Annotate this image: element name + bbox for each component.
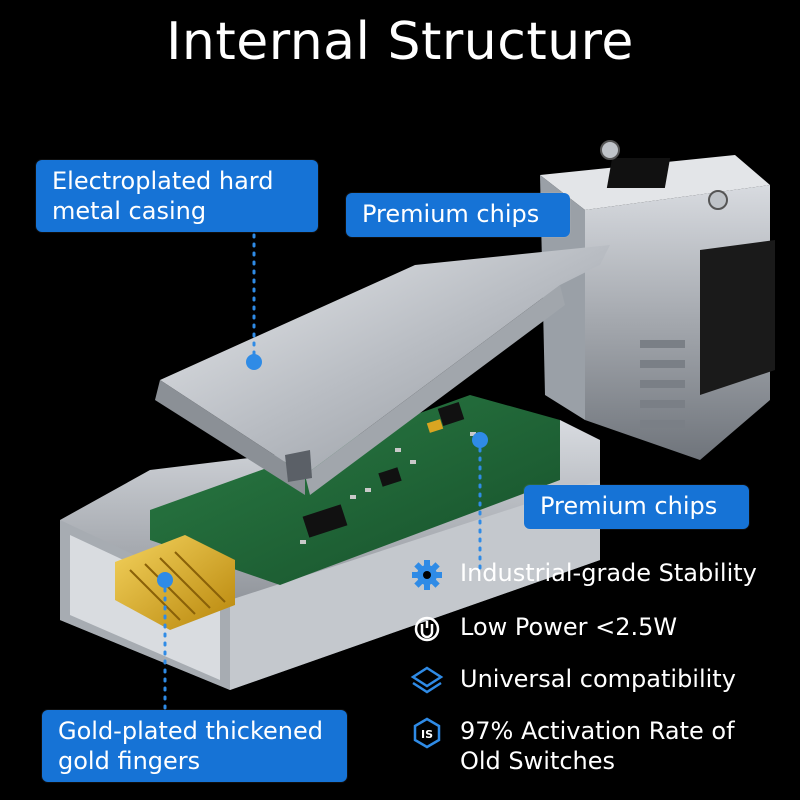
feature-activation-rate-text: 97% Activation Rate of Old Switches <box>460 716 735 776</box>
callout-metal-casing: Electroplated hard metal casing <box>36 160 318 232</box>
feature-low-power-line1: Low Power <2.5W <box>460 613 678 641</box>
callout-gold-fingers: Gold-plated thickened gold fingers <box>42 710 347 782</box>
feature-compatibility: Universal compatibility <box>410 664 736 698</box>
callout-premium-chips-mid: Premium chips <box>524 485 749 529</box>
shield-badge-icon: IS <box>413 717 441 749</box>
callout-gold-fingers-line1: Gold-plated thickened <box>58 717 323 745</box>
feature-stability: Industrial-grade Stability <box>410 558 757 592</box>
feature-stability-text: Industrial-grade Stability <box>460 558 757 588</box>
callout-premium-chips-top: Premium chips <box>346 193 570 237</box>
pcb-board <box>150 395 560 585</box>
callout-gold-fingers-line2: gold fingers <box>58 747 201 775</box>
feature-compatibility-text: Universal compatibility <box>460 664 736 694</box>
rear-housing <box>540 140 775 460</box>
feature-low-power: Low Power <2.5W <box>410 612 677 646</box>
top-cover <box>155 245 610 495</box>
callout-premium-chips-mid-label: Premium chips <box>540 492 718 520</box>
feature-activation-rate-line2: Old Switches <box>460 747 616 775</box>
leader-dots <box>157 354 488 588</box>
feature-compatibility-line1: Universal compatibility <box>460 665 736 693</box>
feature-activation-rate-line1: 97% Activation Rate of <box>460 717 735 745</box>
feature-stability-line1: Industrial-grade Stability <box>460 559 757 587</box>
power-icon <box>414 616 440 642</box>
gear-icon <box>412 560 442 590</box>
page-title: Internal Structure <box>166 12 634 72</box>
callout-premium-chips-top-label: Premium chips <box>362 200 540 228</box>
callout-metal-casing-line1: Electroplated hard <box>52 167 274 195</box>
feature-low-power-text: Low Power <2.5W <box>460 612 677 642</box>
layers-icon <box>410 666 444 694</box>
leader-lines <box>163 233 482 712</box>
gold-fingers <box>115 535 235 630</box>
feature-activation-rate: IS 97% Activation Rate of Old Switches <box>410 716 735 776</box>
svg-text:IS: IS <box>421 728 433 741</box>
callout-metal-casing-line2: metal casing <box>52 197 207 225</box>
